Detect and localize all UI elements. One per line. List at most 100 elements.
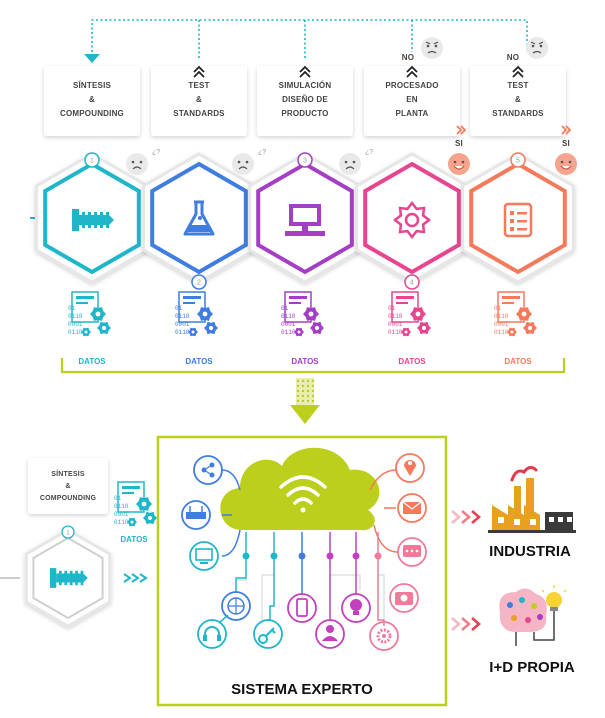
binary-digits: 01: [281, 305, 289, 312]
arrow-dot: [296, 389, 300, 393]
step-number: 2: [197, 280, 201, 287]
step-label-text: SÍNTESIS: [51, 469, 85, 478]
binary-digits: 0001: [68, 321, 83, 328]
binary-digits: 0110 1: [494, 329, 516, 336]
gear-icon: [392, 200, 432, 240]
chevron-up-icon: [299, 65, 311, 78]
camera-icon: [389, 583, 419, 613]
arrow-dot: [301, 379, 305, 383]
step-label-text: STANDARDS: [492, 109, 544, 118]
step-label-text: &: [196, 95, 202, 104]
arrow-dot: [296, 399, 300, 403]
datos-label: DATOS: [291, 357, 319, 366]
step-label-card: [44, 66, 140, 136]
si-label: SI: [562, 139, 570, 148]
binary-digits: 01: [388, 305, 396, 312]
brain-idea-icon: [499, 585, 567, 646]
binary-digits: 0001: [388, 321, 403, 328]
mail-icon: [397, 493, 427, 523]
binary-digits: 0110 1: [114, 519, 136, 526]
chevron-up-icon: [406, 65, 418, 78]
no-label: NO: [507, 53, 519, 62]
angry-face-icon: [421, 37, 443, 59]
si-label: SI: [455, 139, 463, 148]
flask-icon: [183, 200, 215, 236]
chevron-up-icon: [512, 65, 524, 78]
arrow-dot: [311, 384, 315, 388]
arrow-dot: [306, 389, 310, 393]
binary-digits: 0110 1: [175, 329, 197, 336]
binary-digits: 01: [175, 305, 183, 312]
feedback-arrow-icon: [84, 54, 100, 63]
node-dot: [326, 552, 334, 560]
arrow-dot: [311, 379, 315, 383]
data-bracket: [60, 358, 566, 374]
connector-line: [221, 469, 241, 557]
industria-label: INDUSTRIA: [489, 543, 571, 560]
arrow-dot: [311, 399, 315, 403]
binary-digits: 01: [114, 495, 122, 502]
step-number: 1: [90, 158, 94, 165]
connector-line: [269, 560, 275, 620]
chevron-up-icon: [193, 65, 205, 78]
feedback-loop: [91, 19, 528, 60]
arrow-dot: [306, 399, 310, 403]
datos-label: DATOS: [398, 357, 426, 366]
arrow-dot: [306, 394, 310, 398]
node-dot: [242, 552, 250, 560]
binary-digits: 0110: [175, 313, 190, 320]
step-label-text: TEST: [507, 81, 528, 90]
question-mark: ¿?: [258, 149, 266, 156]
arrow-dot: [301, 399, 305, 403]
binary-digits: 01: [68, 305, 76, 312]
binary-digits: 0001: [494, 321, 509, 328]
binary-digits: 0110 1: [388, 329, 410, 336]
location-pin-icon: [395, 453, 425, 483]
happy-face-icon: [448, 153, 470, 175]
screw-icon: [50, 568, 88, 588]
step-number: 1: [66, 531, 70, 537]
datos-label: DATOS: [185, 357, 213, 366]
arrow-dot: [311, 389, 315, 393]
factory-icon: [488, 465, 576, 533]
expert-system-title: SISTEMA EXPERTO: [231, 681, 373, 698]
arrow-dot: [301, 384, 305, 388]
wifi-icon: [279, 475, 327, 513]
step-label-text: EN: [406, 95, 418, 104]
step-number: 5: [516, 158, 520, 165]
binary-digits: 01: [494, 305, 502, 312]
id-propia-label: I+D PROPIA: [489, 659, 575, 676]
arrow-dot: [296, 394, 300, 398]
step-label-text: &: [89, 95, 95, 104]
binary-digits: 0001: [175, 321, 190, 328]
binary-digits: 0110: [281, 313, 296, 320]
step-label-text: SIMULACIÓN: [279, 81, 332, 90]
chevron-right-icon: [123, 573, 148, 583]
arrow-dot: [301, 389, 305, 393]
step-label-card: [151, 66, 247, 136]
arrow-dot: [306, 379, 310, 383]
arrow-dot: [306, 384, 310, 388]
step-label-text: SÍNTESIS: [73, 81, 112, 90]
arrow-dot: [296, 384, 300, 388]
sad-face-icon: [232, 153, 254, 175]
connector-line: [219, 614, 229, 623]
angry-face-icon: [526, 37, 548, 59]
connector-line: [377, 560, 385, 626]
binary-digits: 0110 1: [68, 329, 90, 336]
node-dot: [270, 552, 278, 560]
binary-digits: 0001: [281, 321, 296, 328]
checklist-icon: [503, 202, 533, 238]
step-label-text: COMPOUNDING: [40, 495, 97, 502]
gears-icon: [369, 621, 399, 651]
binary-digits: 0110 1: [281, 329, 303, 336]
step-label-text: TEST: [188, 81, 209, 90]
headphones-icon: [197, 619, 227, 649]
